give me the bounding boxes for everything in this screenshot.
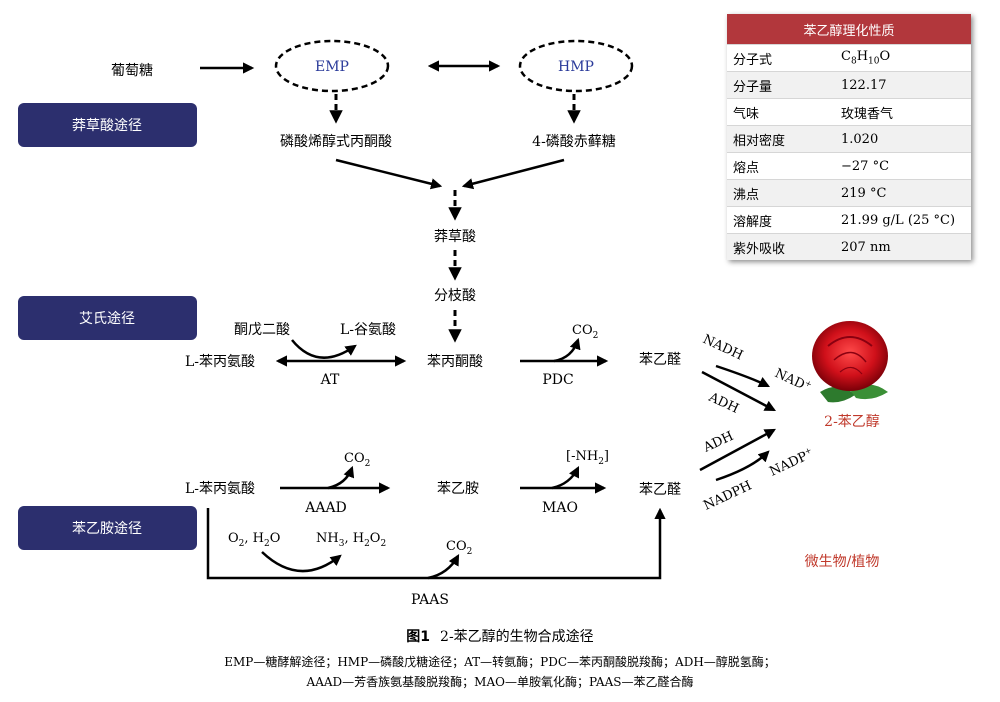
enzyme-adh-1: ADH — [705, 390, 740, 417]
node-l-phe-2: L-苯丙氨酸 — [185, 480, 255, 497]
cofactor-nad-plus: NAD+ — [772, 365, 813, 396]
property-key: 沸点 — [727, 179, 835, 207]
pathway-diagram: 莽草酸途径 艾氏途径 苯乙胺途径 葡萄糖 EMP HMP 磷酸烯醇式丙酮酸 4-… — [18, 39, 888, 608]
figure-note-line-1: EMP—糖酵解途径；HMP—磷酸戊糖途径；AT—转氨酶；PDC—苯丙酮酸脱羧酶；… — [224, 655, 776, 669]
node-product: 2-苯乙醇 — [824, 413, 880, 430]
arrow-e4p-converge — [461, 158, 565, 190]
arrow-nadh-curve — [715, 364, 771, 388]
arrow-paas-curve — [261, 551, 342, 573]
cofactor-co2-aaad: CO2 — [344, 451, 370, 469]
property-table: 苯乙醇理化性质 分子式 C8H10O 分子量 122.17 气味 玫瑰香气 相对… — [727, 14, 971, 260]
source-label: 微生物/植物 — [805, 554, 880, 570]
property-key: 溶解度 — [727, 206, 835, 234]
property-value: 207 nm — [835, 233, 971, 260]
rose-image — [812, 321, 888, 403]
cofactor-co2-paas: CO2 — [446, 539, 472, 557]
node-ketoglutarate: 酮戊二酸 — [234, 322, 290, 338]
figure-title: 图1 2-苯乙醇的生物合成途径 — [0, 626, 1000, 646]
property-value: 21.99 g/L (25 °C) — [835, 206, 971, 234]
node-pep: 磷酸烯醇式丙酮酸 — [280, 133, 392, 150]
figure-caption: 图1 2-苯乙醇的生物合成途径 EMP—糖酵解途径；HMP—磷酸戊糖途径；AT—转… — [0, 626, 1000, 692]
table-row: 相对密度 1.020 — [727, 125, 971, 153]
table-row: 熔点 −27 °C — [727, 152, 971, 180]
node-glucose: 葡萄糖 — [111, 63, 153, 79]
node-emp: EMP — [315, 59, 349, 75]
ellipse-emp — [274, 39, 390, 93]
pill-shikimate-label: 莽草酸途径 — [72, 117, 142, 134]
enzyme-aaad: AAAD — [304, 500, 347, 516]
property-value: 玫瑰香气 — [835, 98, 971, 126]
figure-note-line-2: AAAD—芳香族氨基酸脱羧酶；MAO—单胺氧化酶；PAAS—苯乙醛合酶 — [306, 675, 694, 689]
table-row: 溶解度 21.99 g/L (25 °C) — [727, 206, 971, 234]
property-value: −27 °C — [835, 152, 971, 180]
table-row: 紫外吸收 207 nm — [727, 233, 971, 260]
property-value: 122.17 — [835, 71, 971, 99]
property-value-formula: C8H10O — [835, 44, 971, 72]
property-value: 219 °C — [835, 179, 971, 207]
property-value: 1.020 — [835, 125, 971, 153]
property-table-header: 苯乙醇理化性质 — [727, 14, 971, 45]
cofactor-nadp-plus: NADP+ — [767, 445, 816, 479]
cofactor-nh3-h2o2: NH3, H2O2 — [316, 531, 386, 549]
pill-phenylethylamine-label: 苯乙胺途径 — [72, 520, 142, 537]
cofactor-co2-pdc: CO2 — [572, 323, 598, 341]
table-row: 气味 玫瑰香气 — [727, 98, 971, 126]
enzyme-pdc: PDC — [542, 372, 573, 388]
cofactor-nh2: [-NH2] — [566, 449, 609, 467]
ellipse-hmp — [518, 39, 634, 93]
node-l-phe-1: L-苯丙氨酸 — [185, 353, 255, 370]
property-key: 气味 — [727, 98, 835, 126]
property-key: 熔点 — [727, 152, 835, 180]
property-key: 紫外吸收 — [727, 233, 835, 260]
node-e4p: 4-磷酸赤藓糖 — [532, 134, 616, 150]
property-key: 分子式 — [727, 44, 835, 72]
pill-ehrlich: 艾氏途径 — [18, 296, 197, 340]
node-phenylethylamine: 苯乙胺 — [437, 480, 479, 497]
pill-phenylethylamine: 苯乙胺途径 — [18, 506, 197, 550]
arrow-adh-lower — [699, 428, 776, 472]
node-phenylpyruvate: 苯丙酮酸 — [427, 353, 483, 370]
arrow-aaad-co2 — [327, 465, 355, 490]
node-glutamate: L-谷氨酸 — [340, 322, 396, 338]
figure-label: 图1 — [406, 629, 431, 645]
enzyme-at: AT — [320, 372, 340, 388]
arrow-adh-upper — [701, 370, 776, 412]
node-chorismic-acid: 分枝酸 — [434, 288, 476, 304]
arrow-paas-bypass — [206, 507, 666, 580]
node-phenylacetaldehyde-1: 苯乙醛 — [639, 351, 681, 368]
enzyme-paas: PAAS — [411, 592, 449, 608]
property-key: 分子量 — [727, 71, 835, 99]
node-shikimic-acid: 莽草酸 — [434, 229, 476, 245]
arrow-transamination-curve — [291, 339, 357, 359]
arrow-pep-converge — [335, 158, 443, 190]
enzyme-adh-2: ADH — [700, 429, 735, 456]
enzyme-mao: MAO — [542, 500, 578, 516]
table-row: 分子量 122.17 — [727, 71, 971, 99]
arrow-mao-nh2 — [551, 465, 580, 490]
arrow-nadph-curve — [715, 450, 770, 482]
arrow-pdc-co2 — [553, 337, 581, 363]
cofactor-o2-h2o: O2, H2O — [228, 531, 280, 549]
cofactor-nadph: NADPH — [701, 478, 754, 513]
table-row: 沸点 219 °C — [727, 179, 971, 207]
pill-ehrlich-label: 艾氏途径 — [79, 310, 135, 327]
pill-shikimate: 莽草酸途径 — [18, 103, 197, 147]
arrow-paas-co2 — [427, 554, 460, 580]
node-phenylacetaldehyde-2: 苯乙醛 — [639, 481, 681, 498]
cofactor-nadh: NADH — [700, 332, 745, 364]
table-row: 分子式 C8H10O — [727, 44, 971, 72]
node-hmp: HMP — [558, 59, 594, 75]
property-key: 相对密度 — [727, 125, 835, 153]
figure-title-text: 2-苯乙醇的生物合成途径 — [440, 629, 594, 645]
property-table-title: 苯乙醇理化性质 — [727, 14, 971, 45]
